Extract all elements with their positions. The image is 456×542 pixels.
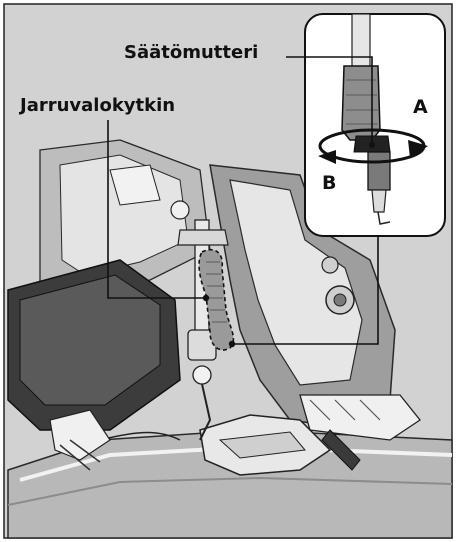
- adjusting-nut-label: Säätömutteri: [124, 42, 258, 63]
- adjustment-detail-inset: [305, 14, 445, 236]
- direction-b-label: B: [322, 172, 336, 194]
- switch-lower-dot: [229, 341, 235, 347]
- switch-leader-dot: [203, 295, 209, 301]
- direction-a-label: A: [413, 96, 428, 118]
- brake-light-switch-label: Jarruvalokytkin: [20, 95, 175, 116]
